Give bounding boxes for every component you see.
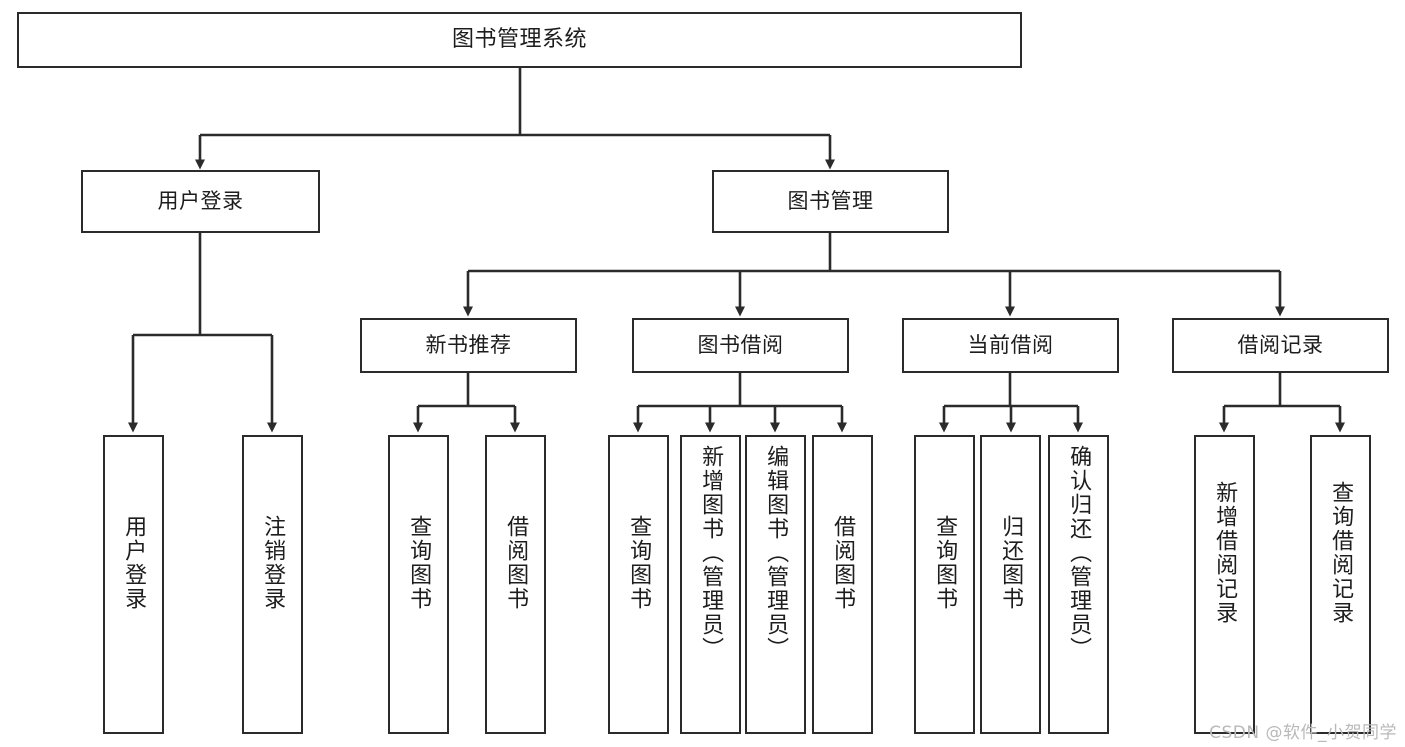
- node-label: 借阅记录: [1237, 333, 1324, 358]
- node-label: 查询借阅记录: [1328, 481, 1354, 625]
- leaf-book-borrow-edit-book-admin[interactable]: 编辑图书（管理员）: [745, 435, 806, 734]
- leaf-book-borrow-add-book-admin[interactable]: 新增图书（管理员）: [680, 435, 741, 734]
- node-label: 新书推荐: [425, 333, 512, 358]
- node-book-management[interactable]: 图书管理: [712, 170, 949, 233]
- leaf-user-login-logout[interactable]: 注销登录: [242, 435, 303, 734]
- node-label: 确认归还（管理员）: [1066, 445, 1092, 661]
- node-current-borrow[interactable]: 当前借阅: [902, 318, 1119, 373]
- node-label: 查询图书: [626, 515, 652, 611]
- node-label: 用户登录: [157, 189, 244, 214]
- node-label: 查询图书: [932, 515, 958, 611]
- node-borrow-records[interactable]: 借阅记录: [1172, 318, 1389, 373]
- node-label: 注销登录: [260, 515, 286, 611]
- node-label: 图书管理系统: [451, 27, 587, 53]
- leaf-book-borrow-query-book[interactable]: 查询图书: [608, 435, 669, 734]
- node-label: 归还图书: [998, 515, 1024, 611]
- node-label: 借阅图书: [830, 515, 856, 611]
- leaf-user-login-login[interactable]: 用户登录: [103, 435, 164, 734]
- node-label: 图书借阅: [697, 333, 784, 358]
- node-root-book-management-system[interactable]: 图书管理系统: [17, 12, 1022, 68]
- node-label: 当前借阅: [967, 333, 1054, 358]
- node-label: 用户登录: [121, 515, 147, 611]
- node-label: 编辑图书（管理员）: [763, 445, 789, 661]
- node-label: 查询图书: [406, 515, 432, 611]
- node-label: 新增借阅记录: [1212, 481, 1238, 625]
- node-label: 图书管理: [787, 189, 874, 214]
- leaf-borrow-records-add-record[interactable]: 新增借阅记录: [1194, 435, 1255, 734]
- leaf-borrow-records-query-record[interactable]: 查询借阅记录: [1310, 435, 1371, 734]
- leaf-new-book-query-book[interactable]: 查询图书: [388, 435, 449, 734]
- leaf-book-borrow-borrow-book[interactable]: 借阅图书: [812, 435, 873, 734]
- csdn-watermark: CSDN @软件_小贺同学: [1209, 723, 1397, 743]
- node-book-borrow[interactable]: 图书借阅: [632, 318, 849, 373]
- leaf-current-borrow-return-book[interactable]: 归还图书: [980, 435, 1041, 734]
- node-new-book-recommend[interactable]: 新书推荐: [360, 318, 577, 373]
- node-label: 新增图书（管理员）: [698, 445, 724, 661]
- leaf-new-book-borrow-book[interactable]: 借阅图书: [485, 435, 546, 734]
- leaf-current-borrow-query-book[interactable]: 查询图书: [914, 435, 975, 734]
- node-label: 借阅图书: [503, 515, 529, 611]
- leaf-current-borrow-confirm-return-admin[interactable]: 确认归还（管理员）: [1048, 435, 1109, 734]
- node-user-login[interactable]: 用户登录: [81, 170, 320, 233]
